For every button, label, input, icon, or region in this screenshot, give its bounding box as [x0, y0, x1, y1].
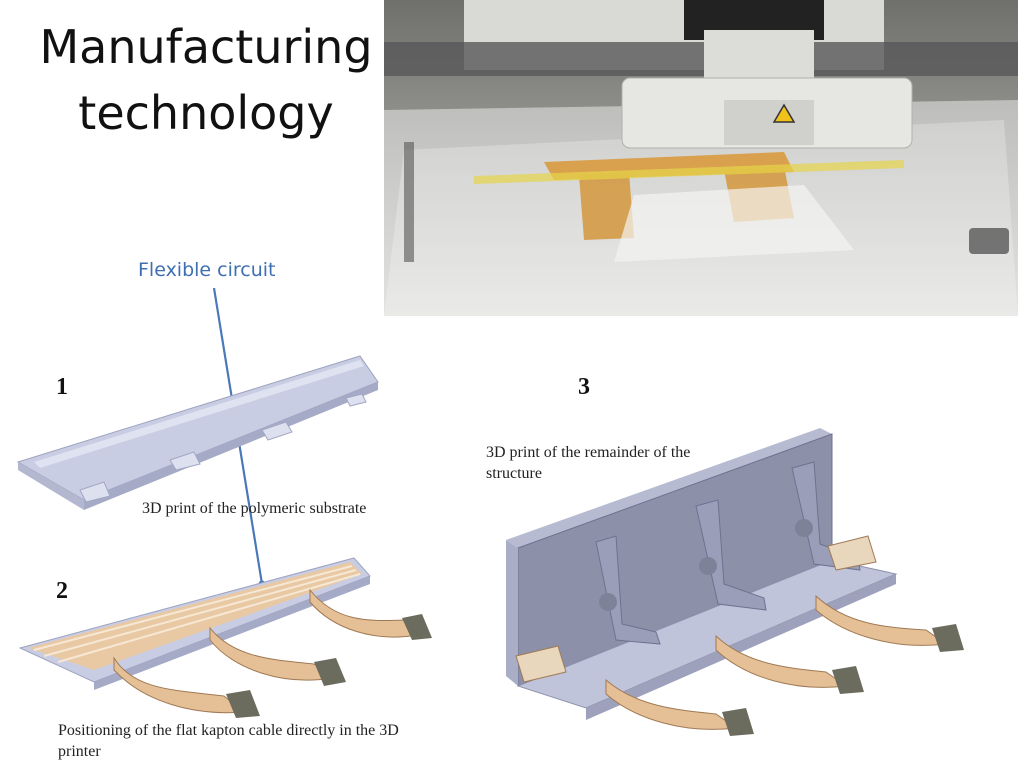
polymeric-substrate-illustration [16, 355, 379, 510]
title-line-1: Manufacturing [39, 20, 373, 74]
step-1-caption: 3D print of the polymeric substrate [142, 500, 367, 517]
kapton-cable-illustration [18, 557, 432, 718]
flexible-circuit-callout: Flexible circuit [138, 259, 276, 281]
title-line-2: technology [78, 86, 334, 140]
printer-photo [384, 0, 1018, 316]
page-title: Manufacturing technology [26, 14, 386, 146]
warning-triangle-icon [772, 103, 796, 123]
final-structure-illustration [506, 428, 964, 736]
step-3-caption: 3D print of the remainder of the structu… [486, 444, 691, 482]
step-2-number: 2 [56, 578, 68, 604]
step-2-caption: Positioning of the flat kapton cable dir… [58, 722, 399, 760]
step-1-number: 1 [56, 374, 68, 400]
step-3-number: 3 [578, 374, 590, 400]
